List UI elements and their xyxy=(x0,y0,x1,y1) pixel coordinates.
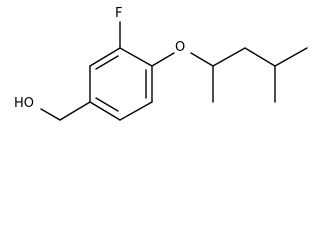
bond-methylene-isopropyl xyxy=(244,47,276,67)
ring-bond-c3-c4 xyxy=(119,101,153,121)
bond-oxygen-methine xyxy=(190,52,214,67)
ring-bond-c6-c1 xyxy=(89,47,121,67)
hydroxyl-label: HO xyxy=(14,96,34,111)
aromatic-inner-bond-2 xyxy=(95,97,119,112)
ring-bond-c4-c5 xyxy=(89,101,121,121)
ether-oxygen-label: O xyxy=(175,40,185,55)
bond-ring-oxygen xyxy=(151,52,175,67)
bond-isopropyl-methyl-up xyxy=(274,47,308,67)
bond-ring-ch2 xyxy=(59,101,91,121)
chemical-structure: F O HO xyxy=(14,6,308,121)
bond-methine-methylene xyxy=(212,47,246,67)
structure-canvas: F O HO xyxy=(14,6,308,121)
aromatic-inner-bond-3 xyxy=(95,55,119,70)
ring-bond-c1-c2 xyxy=(119,47,153,67)
bond-ch2-oh xyxy=(40,108,61,121)
fluorine-label: F xyxy=(115,6,122,21)
